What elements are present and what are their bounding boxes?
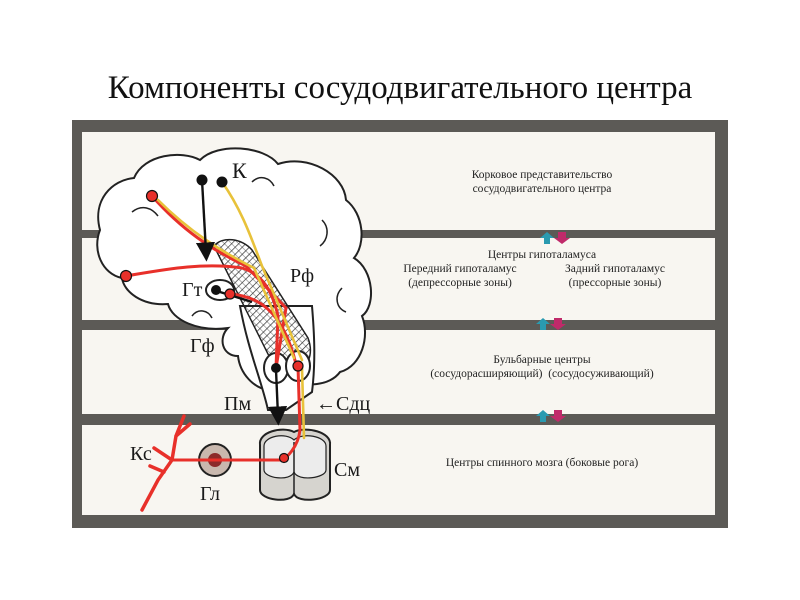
- arrow-down-icon: [554, 232, 570, 244]
- label-reticular-formation: Рф: [290, 265, 314, 287]
- label-ganglion: Гл: [200, 483, 220, 505]
- level-arrows-2: [536, 318, 566, 330]
- arrow-down-icon: [550, 318, 566, 330]
- vasomotor-center-diagram: Корковое представительство сосудодвигате…: [72, 120, 728, 528]
- level-arrows-3: [536, 410, 566, 422]
- bulbar-caption-line2: (сосудорасширяющий) (сосудосуживающий): [430, 368, 654, 380]
- cortex-caption-line1: Корковое представительство: [471, 169, 613, 181]
- cortex-caption: Корковое представительство сосудодвигате…: [442, 168, 642, 196]
- pathway-drawing: К Гт Рф Гф Пм ←Сдц Кс Гл См: [96, 147, 570, 512]
- neuron-dots: [119, 174, 304, 464]
- label-vessel: Кс: [130, 443, 152, 465]
- label-pituitary: Гф: [190, 335, 215, 357]
- bulbar-caption: Бульбарные центры (сосудорасширяющий) (с…: [382, 353, 702, 381]
- band-bulbar: [82, 330, 715, 414]
- spinal-caption: Центры спинного мозга (боковые рога): [445, 457, 639, 469]
- band-spinal: [82, 425, 715, 515]
- posterior-hypothalamus: Задний гипоталамус (прессорные зоны): [540, 262, 690, 290]
- label-spinal-cord: См: [334, 459, 360, 481]
- level-arrows-1: [540, 232, 570, 244]
- spinal-cord-section: [258, 428, 332, 501]
- anterior-hypothalamus: Передний гипоталамус (депрессорные зоны): [380, 262, 540, 290]
- anterior-hypothalamus-note: (депрессорные зоны): [408, 277, 512, 289]
- bulbar-caption-title: Бульбарные центры: [493, 354, 591, 366]
- hypothalamus-title: Центры гипоталамуса: [487, 249, 597, 261]
- arrow-up-icon: [540, 232, 554, 244]
- slide-title: Компоненты сосудодвигательного центра: [107, 70, 693, 106]
- label-cortex: К: [232, 158, 247, 183]
- label-vasomotor-center: ←Сдц: [316, 393, 371, 415]
- arrow-up-icon: [536, 410, 550, 422]
- posterior-hypothalamus-note: (прессорные зоны): [568, 277, 662, 289]
- label-hypothalamus: Гт: [182, 279, 203, 301]
- label-medulla: Пм: [224, 393, 251, 415]
- posterior-hypothalamus-label: Задний гипоталамус: [564, 263, 666, 275]
- arrow-up-icon: [536, 318, 550, 330]
- cortex-caption-line2: сосудодвигательного центра: [472, 183, 612, 195]
- arrow-down-icon: [550, 410, 566, 422]
- anterior-hypothalamus-label: Передний гипоталамус: [403, 263, 517, 275]
